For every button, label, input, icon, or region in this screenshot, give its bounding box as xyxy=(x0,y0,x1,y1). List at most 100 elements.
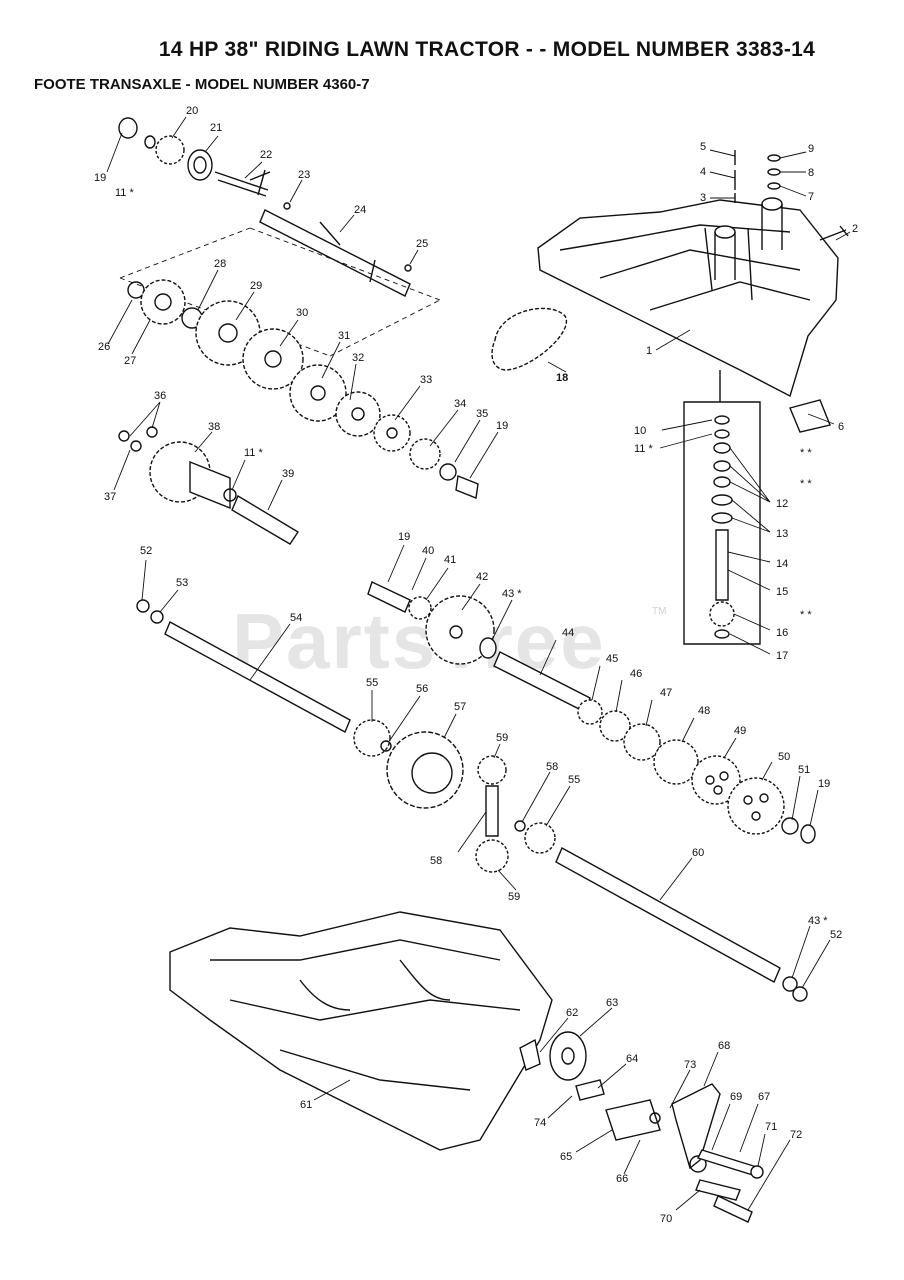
callout: 58 xyxy=(546,761,558,773)
callout: * * xyxy=(800,609,812,621)
callout: 24 xyxy=(354,204,366,216)
differential-axle xyxy=(475,755,808,1002)
callout: 48 xyxy=(698,705,710,717)
callout: 27 xyxy=(124,355,136,367)
callout: 70 xyxy=(660,1213,672,1225)
callout: 21 xyxy=(210,122,222,134)
shaft-44-assembly xyxy=(367,581,816,844)
callout: 3 xyxy=(700,192,706,204)
callout: 51 xyxy=(798,764,810,776)
callout: 44 xyxy=(562,627,574,639)
callout: 38 xyxy=(208,421,220,433)
callout: 10 xyxy=(634,425,646,437)
callout: 33 xyxy=(420,374,432,386)
callout: 11 * xyxy=(634,443,653,455)
callout: 6 xyxy=(838,421,844,433)
callout: 46 xyxy=(630,668,642,680)
callout: 61 xyxy=(300,1099,312,1111)
watermark-trademark: TM xyxy=(652,606,666,617)
callout: 31 xyxy=(338,330,350,342)
callout: 34 xyxy=(454,398,466,410)
callout: 35 xyxy=(476,408,488,420)
callout: 23 xyxy=(298,169,310,181)
callout: 17 xyxy=(776,650,788,662)
callout: 65 xyxy=(560,1151,572,1163)
page-title: 14 HP 38" RIDING LAWN TRACTOR - - MODEL … xyxy=(158,38,816,61)
callout: 64 xyxy=(626,1053,638,1065)
callout: 57 xyxy=(454,701,466,713)
callout: 19 xyxy=(94,172,106,184)
brake-linkage xyxy=(519,1031,764,1223)
vertical-shaft-assembly xyxy=(683,370,761,645)
callout: 18 xyxy=(556,372,568,384)
callout: 15 xyxy=(776,586,788,598)
callout: * * xyxy=(800,478,812,490)
callout: 37 xyxy=(104,491,116,503)
callout: 58 xyxy=(430,855,442,867)
callout: 16 xyxy=(776,627,788,639)
callout: 52 xyxy=(140,545,152,557)
top-shaft-assembly xyxy=(118,117,441,357)
callout: 66 xyxy=(616,1173,628,1185)
gear-cluster-38 xyxy=(118,426,299,545)
callout: 53 xyxy=(176,577,188,589)
callout: 1 xyxy=(646,345,652,357)
callout: 43 * xyxy=(502,588,522,600)
callout: 54 xyxy=(290,612,302,624)
upper-housing xyxy=(537,150,849,433)
callout: 74 xyxy=(534,1117,546,1129)
callout: 11 * xyxy=(244,447,263,459)
callout: 42 xyxy=(476,571,488,583)
callout: 26 xyxy=(98,341,110,353)
callout: 73 xyxy=(684,1059,696,1071)
callout: 14 xyxy=(776,558,788,570)
callout: 43 * xyxy=(808,915,828,927)
callout: 52 xyxy=(830,929,842,941)
callout: 20 xyxy=(186,105,198,117)
callout: 11 * xyxy=(115,187,134,199)
page-subtitle: FOOTE TRANSAXLE - MODEL NUMBER 4360-7 xyxy=(34,76,370,93)
callout: 56 xyxy=(416,683,428,695)
lower-housing xyxy=(169,911,553,1151)
callout: 47 xyxy=(660,687,672,699)
callout: 40 xyxy=(422,545,434,557)
callout: 60 xyxy=(692,847,704,859)
callout: 30 xyxy=(296,307,308,319)
callout: 32 xyxy=(352,352,364,364)
gear-train-upper xyxy=(127,279,479,499)
callout: 55 xyxy=(366,677,378,689)
callout: 12 xyxy=(776,498,788,510)
callout: 19 xyxy=(496,420,508,432)
callout: 45 xyxy=(606,653,618,665)
callout: 41 xyxy=(444,554,456,566)
callout: 5 xyxy=(700,141,706,153)
callout: 50 xyxy=(778,751,790,763)
callout: 19 xyxy=(398,531,410,543)
callout: 19 xyxy=(818,778,830,790)
callout: 2 xyxy=(852,223,858,235)
callout: 49 xyxy=(734,725,746,737)
callout: 59 xyxy=(496,732,508,744)
long-shaft-54 xyxy=(136,599,464,809)
callout: 62 xyxy=(566,1007,578,1019)
callout: 63 xyxy=(606,997,618,1009)
callout: 28 xyxy=(214,258,226,270)
callout: 55 xyxy=(568,774,580,786)
callout: 4 xyxy=(700,166,706,178)
drive-chain xyxy=(491,307,568,371)
callout: 68 xyxy=(718,1040,730,1052)
callout: 36 xyxy=(154,390,166,402)
leader-lines xyxy=(106,116,851,1211)
callout: 9 xyxy=(808,143,814,155)
callout: * * xyxy=(800,447,812,459)
callout: 69 xyxy=(730,1091,742,1103)
callout: 72 xyxy=(790,1129,802,1141)
callout: 39 xyxy=(282,468,294,480)
callout: 7 xyxy=(808,191,814,203)
callout: 67 xyxy=(758,1091,770,1103)
callout: 13 xyxy=(776,528,788,540)
callout: 29 xyxy=(250,280,262,292)
callout: 22 xyxy=(260,149,272,161)
callout: 71 xyxy=(765,1121,777,1133)
